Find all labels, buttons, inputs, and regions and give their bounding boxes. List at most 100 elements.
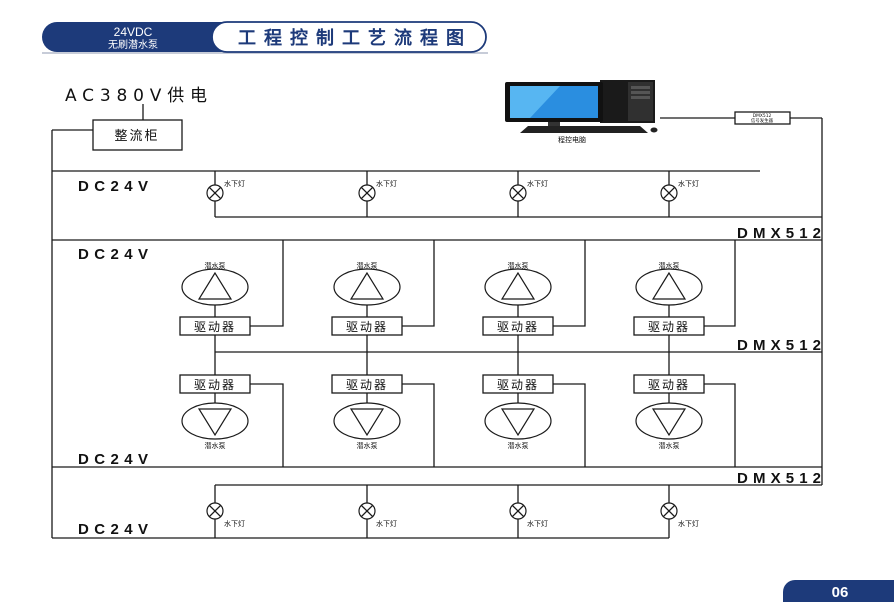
dc24v-label-row3: DC24V	[78, 451, 148, 468]
computer-drive-slot	[631, 96, 650, 99]
pump-label: 潜水泵	[357, 441, 378, 450]
page-number-tab: 06	[783, 580, 894, 602]
page-number-background	[783, 580, 894, 602]
header-title-box	[211, 21, 487, 53]
underwater-light-icon	[358, 502, 376, 520]
header-tab-line1: 24VDC	[114, 25, 153, 39]
underwater-light-top-2: 水下灯	[358, 171, 397, 217]
pump-label: 潜水泵	[659, 441, 680, 450]
driver-power-wire	[250, 383, 284, 467]
driver-power-wire	[250, 240, 284, 327]
computer-drive-slot	[631, 91, 650, 94]
driver-power-wire	[402, 383, 435, 467]
driver-label: 驱动器	[497, 320, 539, 334]
computer-label: 程控电脑	[558, 135, 586, 144]
bus-wires	[51, 118, 823, 539]
driver-label: 驱动器	[648, 320, 690, 334]
underwater-light-icon	[509, 502, 527, 520]
pump-label: 潜水泵	[357, 261, 378, 270]
rectifier-cabinet	[92, 119, 183, 151]
underwater-light-bottom-1: 水下灯	[206, 485, 245, 538]
lamp-cross-stroke	[511, 186, 525, 200]
lamp-cross-stroke	[360, 186, 374, 200]
monitor-screen-glare	[510, 86, 560, 118]
underwater-light-icon	[206, 502, 224, 520]
dmx512-label-row1: DMX512	[737, 225, 821, 242]
device-columns: 水下灯潜水泵驱动器驱动器潜水泵水下灯水下灯潜水泵驱动器驱动器潜水泵水下灯水下灯潜…	[179, 171, 736, 538]
lamp-cross-stroke	[208, 186, 222, 200]
driver-label: 驱动器	[346, 320, 388, 334]
pump-down-triangle-icon	[500, 408, 536, 437]
control-computer: 程控电脑 DMX512 信号发生器	[505, 80, 822, 144]
computer-drive-slot	[631, 86, 650, 89]
driver-power-wire	[704, 240, 736, 327]
monitor-stand	[548, 122, 560, 127]
pump-label: 潜水泵	[205, 441, 226, 450]
mouse-icon	[650, 127, 658, 133]
pump-up-triangle-icon	[500, 271, 536, 300]
pump-down-triangle-icon	[197, 408, 233, 437]
pump-up-triangle-icon	[651, 271, 687, 300]
ac-power-label: AC380V供电	[65, 86, 207, 106]
light-label: 水下灯	[678, 179, 699, 188]
underwater-light-icon	[358, 184, 376, 202]
driver-power-wire	[553, 383, 586, 467]
light-label: 水下灯	[527, 179, 548, 188]
header: 24VDC 无刷潜水泵 工程控制工艺流程图	[42, 21, 488, 54]
underwater-light-bottom-3: 水下灯	[509, 485, 548, 538]
pump-label: 潜水泵	[205, 261, 226, 270]
bus-labels: DC24V DC24V DC24V DC24V DMX512 DMX512 DM…	[78, 178, 821, 538]
driver-power-wire	[704, 383, 736, 467]
dmx512-label-row2: DMX512	[737, 337, 821, 354]
lamp-cross-stroke	[662, 504, 676, 518]
power-source: AC380V供电 整流柜	[65, 86, 207, 151]
lamp-cross-stroke	[208, 504, 222, 518]
light-label: 水下灯	[224, 519, 245, 528]
keyboard-icon	[520, 126, 648, 133]
driver-power-wire	[402, 240, 435, 327]
dmx512-label-row3: DMX512	[737, 470, 821, 487]
underwater-light-icon	[509, 184, 527, 202]
underwater-light-bottom-2: 水下灯	[358, 485, 397, 538]
header-shadow-line	[42, 52, 488, 54]
driver-power-wire	[553, 240, 586, 327]
underwater-light-top-3: 水下灯	[509, 171, 548, 217]
dc24v-label-row1: DC24V	[78, 178, 148, 195]
pump-up-triangle-icon	[349, 271, 385, 300]
driver-label: 驱动器	[194, 378, 236, 392]
pump-label: 潜水泵	[508, 261, 529, 270]
underwater-light-bottom-4: 水下灯	[660, 485, 699, 538]
page-title: 工程控制工艺流程图	[238, 27, 464, 49]
pump-label: 潜水泵	[508, 441, 529, 450]
dmx-generator-line2: 信号发生器	[751, 117, 774, 124]
computer-icon	[505, 80, 658, 133]
lamp-cross-stroke	[511, 504, 525, 518]
driver-label: 驱动器	[194, 320, 236, 334]
header-tab-line2: 无刷潜水泵	[108, 38, 158, 51]
light-label: 水下灯	[376, 519, 397, 528]
light-label: 水下灯	[527, 519, 548, 528]
rectifier-cabinet-label: 整流柜	[114, 129, 159, 144]
underwater-light-top-4: 水下灯	[660, 171, 699, 217]
pump-down-triangle-icon	[349, 408, 385, 437]
page-number: 06	[832, 584, 849, 601]
driver-label: 驱动器	[648, 378, 690, 392]
lamp-cross-stroke	[662, 186, 676, 200]
light-label: 水下灯	[224, 179, 245, 188]
light-label: 水下灯	[376, 179, 397, 188]
light-label: 水下灯	[678, 519, 699, 528]
underwater-light-icon	[660, 184, 678, 202]
dc24v-label-row2: DC24V	[78, 246, 148, 263]
lamp-cross-stroke	[360, 504, 374, 518]
underwater-light-top-1: 水下灯	[206, 171, 245, 217]
driver-label: 驱动器	[497, 378, 539, 392]
